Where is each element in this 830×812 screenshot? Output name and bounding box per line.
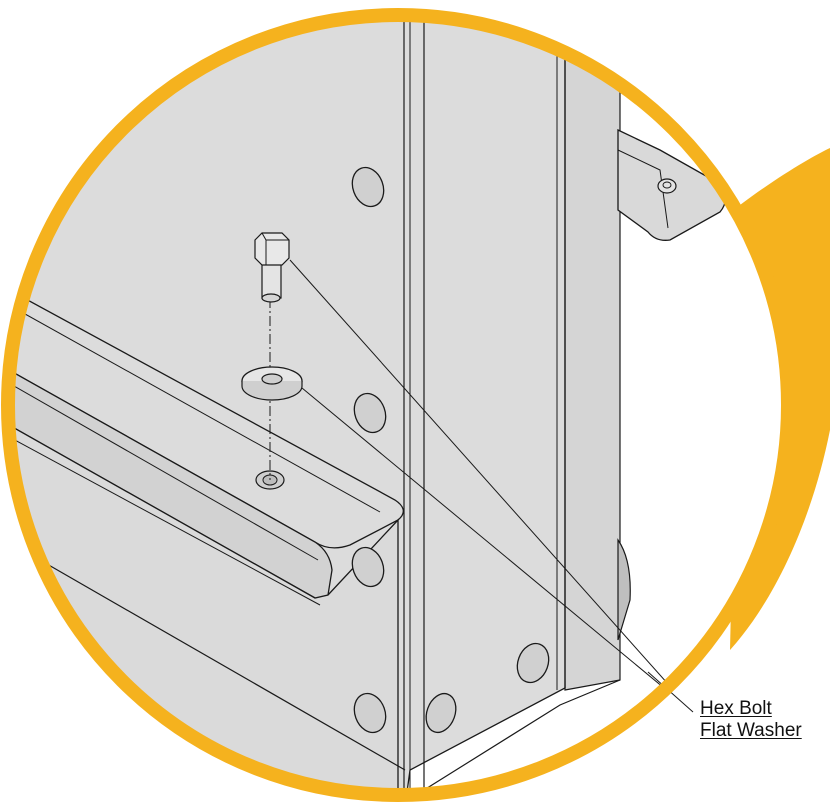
lower-fixture — [617, 538, 631, 641]
mounting-hole — [425, 692, 457, 734]
rail-bottom-edge — [39, 559, 406, 771]
rail-flange-line — [8, 299, 381, 513]
side-flange — [559, 15, 621, 691]
hex-bolt-label: Hex Bolt — [700, 698, 772, 719]
rail-lip-line — [8, 377, 319, 561]
flat-washer-leader — [301, 387, 694, 713]
flat-washer-label: Flat Washer — [700, 720, 802, 741]
hex-bolt-leader — [289, 259, 694, 713]
mounting-hole — [351, 166, 385, 208]
mounting-hole — [353, 692, 387, 734]
flat-washer — [241, 366, 303, 401]
upright-bottom-edge — [423, 679, 621, 791]
rail-face-line — [8, 431, 321, 606]
detail-circle-frame — [1, 8, 795, 802]
bracket-nut — [657, 178, 677, 194]
mounting-hole — [516, 642, 550, 684]
bracket-flange — [617, 149, 669, 229]
mounting-hole — [351, 546, 385, 588]
mounting-hole — [353, 392, 387, 434]
hex-bolt — [254, 232, 290, 303]
